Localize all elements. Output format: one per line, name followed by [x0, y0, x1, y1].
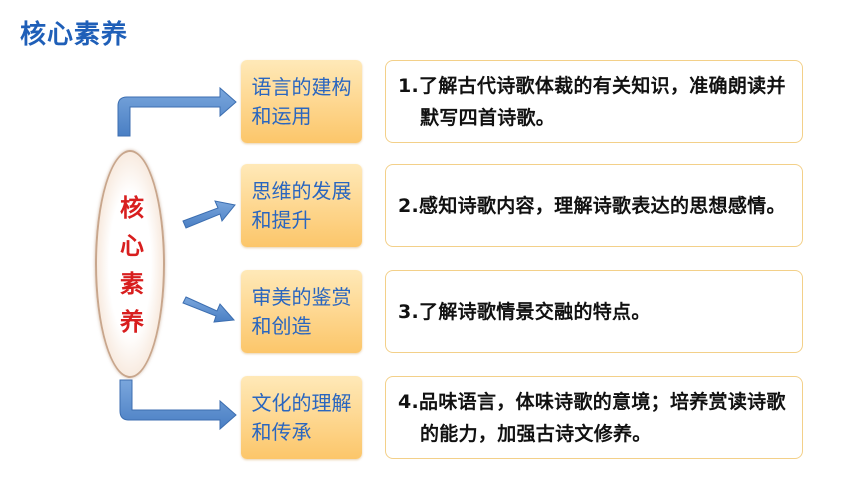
arrow-to-item-3 [182, 296, 236, 323]
center-char: 核 [120, 194, 144, 222]
label-text: 审美的鉴赏和创造 [251, 284, 352, 338]
label-box-3: 审美的鉴赏和创造 [241, 270, 362, 353]
desc-box-1: 1.了解古代诗歌体裁的有关知识，准确朗读并默写四首诗歌。 [385, 60, 803, 143]
arrow-to-item-2 [182, 200, 236, 229]
page-title: 核心素养 [20, 20, 129, 50]
desc-box-4: 4.品味语言，体味诗歌的意境；培养赏读诗歌的能力，加强古诗文修养。 [385, 376, 803, 459]
label-box-2: 思维的发展和提升 [241, 164, 362, 247]
desc-text: 4.品味语言，体味诗歌的意境；培养赏读诗歌的能力，加强古诗文修养。 [398, 390, 786, 445]
center-char: 素 [120, 270, 144, 298]
desc-text: 1.了解古代诗歌体裁的有关知识，准确朗读并默写四首诗歌。 [398, 74, 786, 129]
desc-text: 2.感知诗歌内容，理解诗歌表达的思想感情。 [398, 194, 786, 217]
label-box-4: 文化的理解和传承 [241, 376, 362, 459]
desc-box-2: 2.感知诗歌内容，理解诗歌表达的思想感情。 [385, 164, 803, 247]
arrow-to-item-1 [117, 86, 237, 137]
arrow-to-item-4 [119, 379, 237, 431]
label-text: 语言的建构和运用 [251, 74, 352, 128]
desc-box-3: 3.了解诗歌情景交融的特点。 [385, 270, 803, 353]
center-char: 心 [120, 232, 144, 260]
label-text: 文化的理解和传承 [251, 390, 352, 444]
label-box-1: 语言的建构和运用 [241, 60, 362, 143]
desc-text: 3.了解诗歌情景交融的特点。 [398, 300, 651, 323]
label-text: 思维的发展和提升 [251, 178, 352, 232]
center-char: 养 [120, 308, 144, 336]
core-literacy-ellipse: 核 心 素 养 [95, 150, 165, 378]
